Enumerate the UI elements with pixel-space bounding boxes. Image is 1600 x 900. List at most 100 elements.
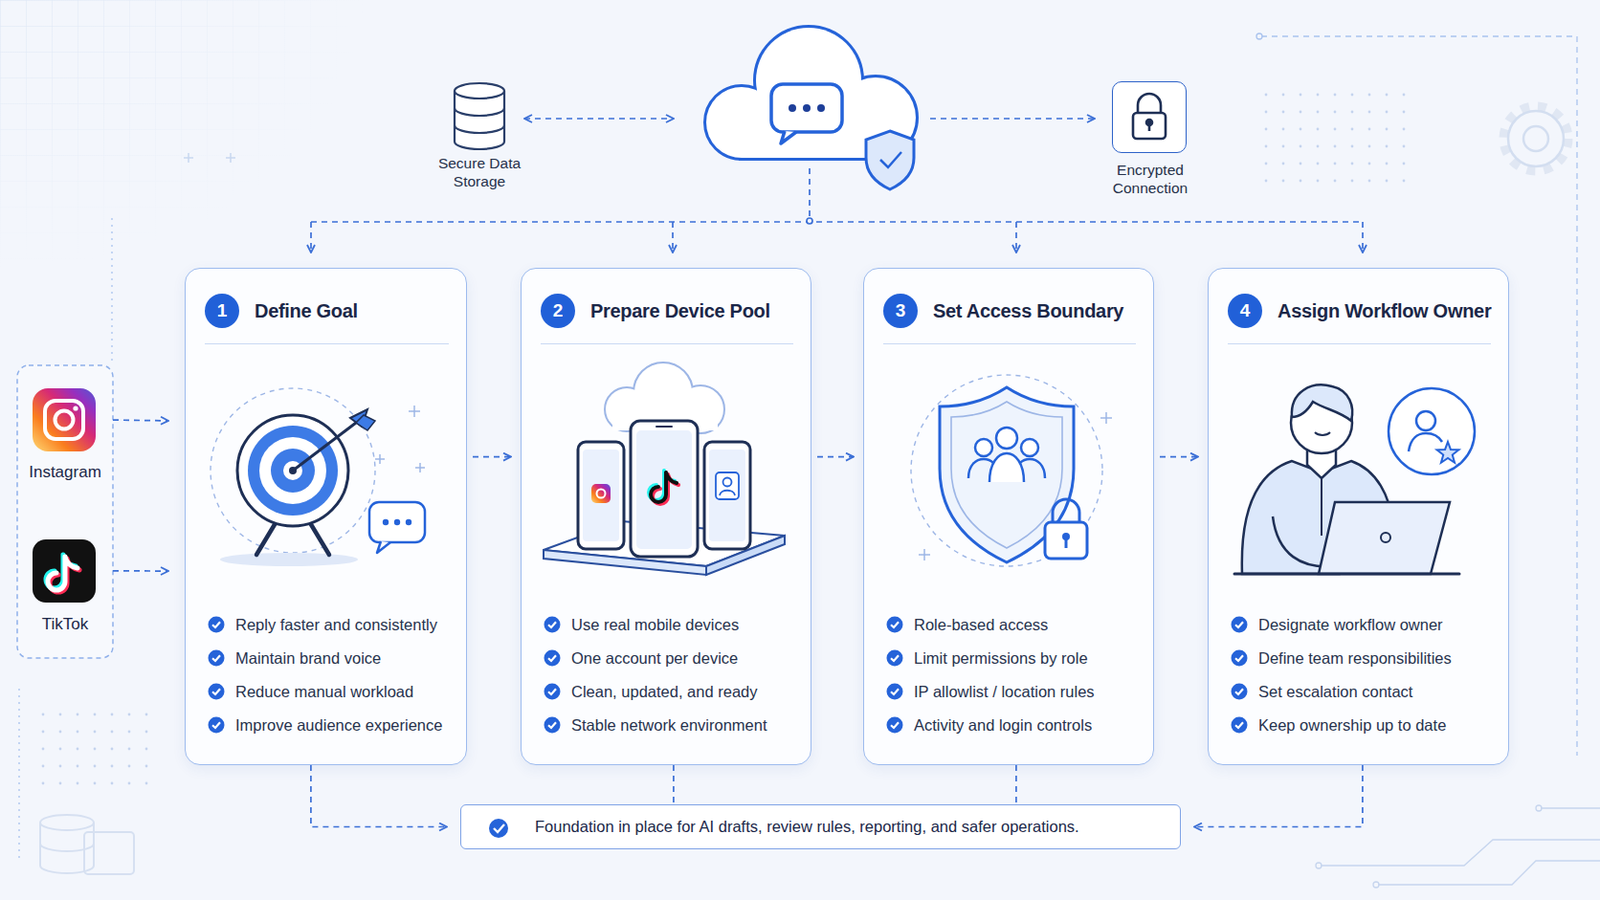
gear-icon (1503, 106, 1569, 172)
gear-icon (1508, 111, 1564, 167)
target-illustration (369, 502, 425, 543)
step-number-text: 2 (553, 301, 564, 321)
tiktok-icon (32, 539, 96, 603)
cloud-links (310, 222, 312, 253)
owner-illustration (1272, 516, 1335, 567)
check-circle (544, 684, 561, 701)
dashed-connector (472, 456, 512, 459)
check-mark (548, 655, 556, 662)
access-shield-illustration (918, 412, 1112, 561)
check-mark (890, 655, 899, 662)
lock-icon (1137, 93, 1161, 115)
dashed-connector (311, 765, 447, 828)
target-illustration (259, 437, 327, 505)
platform-node: TikTok (17, 531, 113, 637)
lock-icon (1133, 112, 1166, 139)
cloud-links (1015, 222, 1018, 253)
check-circle (544, 717, 561, 734)
step-heading: Set Access Boundary (933, 298, 1124, 324)
owner-illustration (1234, 573, 1460, 577)
cloud-icon (780, 131, 797, 144)
lock-icon (1148, 124, 1152, 132)
instagram-icon (44, 400, 84, 440)
access-shield-illustration (1015, 459, 1045, 479)
check-circle (544, 617, 561, 634)
check-icon (1230, 616, 1248, 634)
check-mark (890, 688, 899, 695)
access-shield-illustration (968, 427, 1045, 483)
cloud-links (524, 117, 674, 120)
faint-database (40, 815, 94, 831)
encryption-node: Encrypted Connection (1111, 81, 1187, 154)
dot-pattern (1253, 90, 1412, 197)
device-pool-illustration (612, 401, 718, 431)
device-pool-illustration (719, 490, 735, 496)
lock-icon (1146, 119, 1153, 126)
access-shield-illustration (989, 453, 1024, 483)
dashed-connector (1159, 456, 1199, 459)
device-pool-illustration (723, 478, 733, 488)
cloud-links (808, 168, 811, 223)
cloud-icon (835, 77, 916, 158)
cloud-icon (706, 27, 916, 190)
cloud-icon (706, 27, 916, 158)
check-circle (208, 617, 225, 634)
cloud-icon (706, 87, 778, 158)
target-illustration (210, 388, 376, 554)
target-illustration (350, 409, 368, 427)
step-heading: Assign Workflow Owner (1277, 298, 1491, 324)
header-divider (204, 343, 449, 345)
access-shield-illustration (939, 387, 1074, 563)
check-mark (1235, 655, 1244, 662)
owner-illustration (1314, 432, 1331, 436)
device-pool-illustration (634, 363, 692, 422)
check-mark (548, 722, 556, 729)
faint-database (40, 815, 134, 875)
summary-text: Foundation in place for AI drafts, revie… (534, 816, 1080, 838)
owner-illustration (1437, 442, 1460, 464)
frame-line (18, 688, 20, 862)
check-icon (207, 683, 225, 701)
header-divider (540, 343, 794, 345)
tiktok-icon (45, 555, 80, 593)
check-mark (1235, 622, 1244, 628)
cloud-links (311, 221, 1363, 223)
owner-illustration (1290, 392, 1353, 454)
check-icon (207, 716, 225, 734)
check-circle (1231, 650, 1248, 667)
circuit-lines (1315, 863, 1322, 869)
owner-illustration (1408, 433, 1443, 452)
step-number-text: 1 (217, 301, 228, 321)
target-illustration (405, 519, 412, 526)
check-icon (1230, 716, 1248, 734)
owner-illustration (1380, 533, 1391, 543)
database-icon (454, 83, 505, 150)
target-illustration (247, 425, 338, 516)
cloud-icon (755, 27, 862, 134)
header-divider (1227, 343, 1491, 345)
target-illustration (375, 405, 425, 473)
check-icon (886, 649, 904, 667)
cloud-icon (866, 131, 914, 190)
check-circle (1231, 684, 1248, 701)
device-pool-illustration (543, 363, 785, 576)
checklist-item: Use real mobile devices (571, 614, 739, 636)
grid-pattern (0, 0, 364, 268)
target-illustration (394, 519, 400, 526)
check-icon (1230, 683, 1248, 701)
device-pool-illustration (704, 442, 751, 550)
grid-pattern (0, 0, 364, 268)
access-shield-illustration (951, 401, 1063, 549)
platform-node: Instagram (17, 382, 113, 489)
device-pool-illustration (656, 425, 672, 428)
checklist-item: One account per device (571, 647, 738, 669)
encryption-label: Encrypted Connection (1102, 160, 1199, 198)
cloud-links (671, 222, 674, 253)
gear-icon (1523, 126, 1549, 152)
platform-group-frame (17, 365, 113, 659)
gear-icon (1503, 106, 1569, 172)
tiktok-icon (32, 539, 96, 603)
checklist-item: Activity and login controls (913, 714, 1092, 736)
owner-illustration (1388, 388, 1475, 475)
circuit-lines (1320, 840, 1600, 867)
